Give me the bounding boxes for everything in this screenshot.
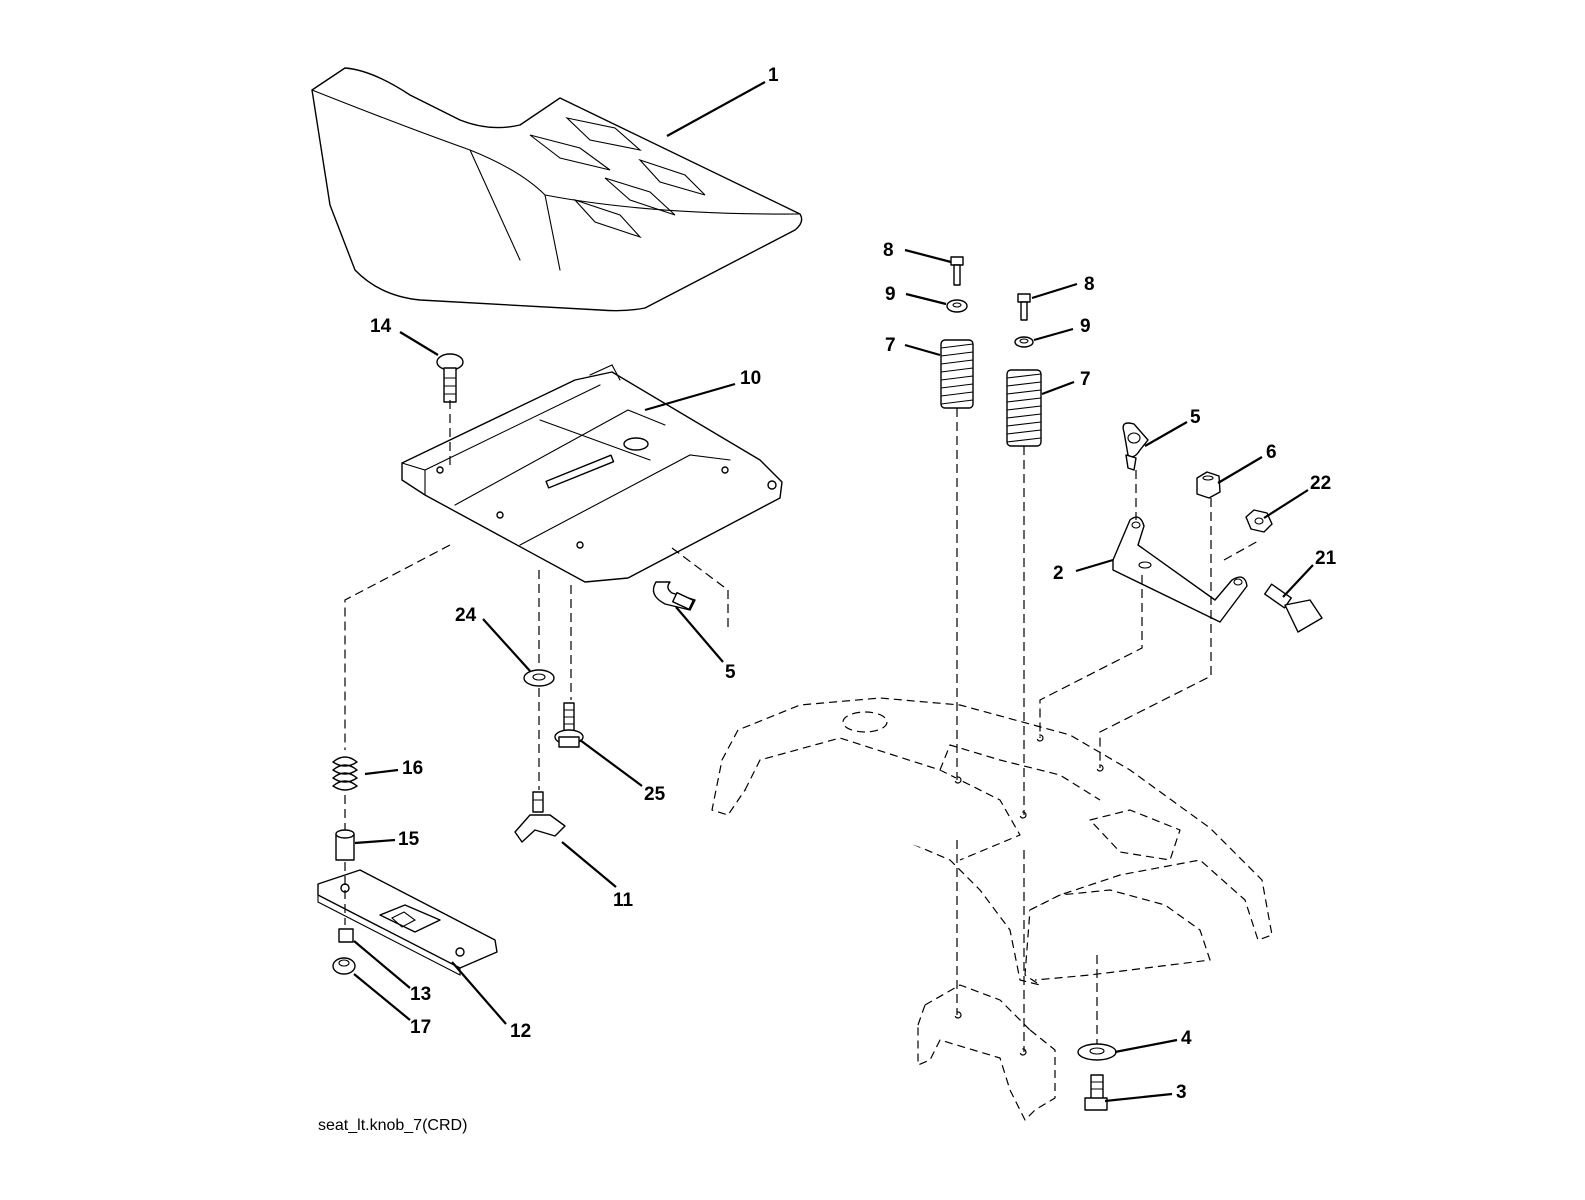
callout-6: 6 xyxy=(1266,442,1277,463)
frame-ghost xyxy=(711,697,1273,1121)
screw-8-left xyxy=(950,256,964,286)
seat xyxy=(311,67,803,312)
callout-21: 21 xyxy=(1315,548,1337,569)
callout-8-left: 8 xyxy=(883,240,894,261)
callout-4: 4 xyxy=(1181,1028,1192,1049)
coil-spring-right xyxy=(1006,369,1042,447)
seat-pan xyxy=(401,364,783,583)
callout-7-left: 7 xyxy=(885,335,896,356)
washer-9-left xyxy=(946,299,968,313)
bolt-3 xyxy=(1084,1074,1108,1111)
carriage-bolt xyxy=(436,353,464,403)
callout-9-right: 9 xyxy=(1080,316,1091,337)
callout-17: 17 xyxy=(410,1017,431,1038)
callout-3: 3 xyxy=(1176,1082,1187,1103)
flange-nut-17 xyxy=(332,957,356,975)
cable-clip-right xyxy=(1122,422,1149,471)
callout-10: 10 xyxy=(740,368,761,389)
callout-5-right: 5 xyxy=(1190,407,1201,428)
nut-13 xyxy=(338,928,354,943)
callout-13: 13 xyxy=(410,984,431,1005)
washer-9-right xyxy=(1014,336,1034,348)
slide-plate xyxy=(317,869,498,976)
hex-nut-22 xyxy=(1245,509,1273,533)
callout-5-left: 5 xyxy=(725,662,736,683)
washer-24 xyxy=(523,669,555,687)
washer-4 xyxy=(1077,1043,1117,1061)
assembly-lines xyxy=(344,400,1261,1052)
callout-2: 2 xyxy=(1053,563,1064,584)
callout-11: 11 xyxy=(613,890,634,911)
coil-spring-small xyxy=(332,756,358,791)
coil-spring-left xyxy=(940,339,974,409)
callout-8-right: 8 xyxy=(1084,274,1095,295)
callout-25: 25 xyxy=(644,784,666,805)
callout-labels: 1 10 14 16 15 12 13 17 24 25 11 5 8 9 7 … xyxy=(370,65,1337,1103)
callout-14: 14 xyxy=(370,316,392,337)
figure-caption: seat_lt.knob_7(CRD) xyxy=(318,1117,468,1134)
spacer xyxy=(335,829,355,861)
callout-7-right: 7 xyxy=(1080,369,1091,390)
shoulder-bolt-25 xyxy=(554,702,584,748)
bracket xyxy=(1112,516,1248,623)
callout-12: 12 xyxy=(510,1021,531,1042)
seat-knob xyxy=(514,791,566,843)
leader-lines xyxy=(353,81,1314,1103)
cable-clip-left xyxy=(652,581,696,611)
callout-16: 16 xyxy=(402,758,423,779)
callout-9-left: 9 xyxy=(885,284,896,305)
callout-24: 24 xyxy=(455,605,477,626)
screw-8-right xyxy=(1017,293,1031,321)
callout-22: 22 xyxy=(1310,473,1331,494)
shoulder-bolt-21 xyxy=(1264,583,1323,633)
callout-1: 1 xyxy=(768,65,779,86)
callout-15: 15 xyxy=(398,829,420,850)
hex-nut-6 xyxy=(1196,471,1221,499)
